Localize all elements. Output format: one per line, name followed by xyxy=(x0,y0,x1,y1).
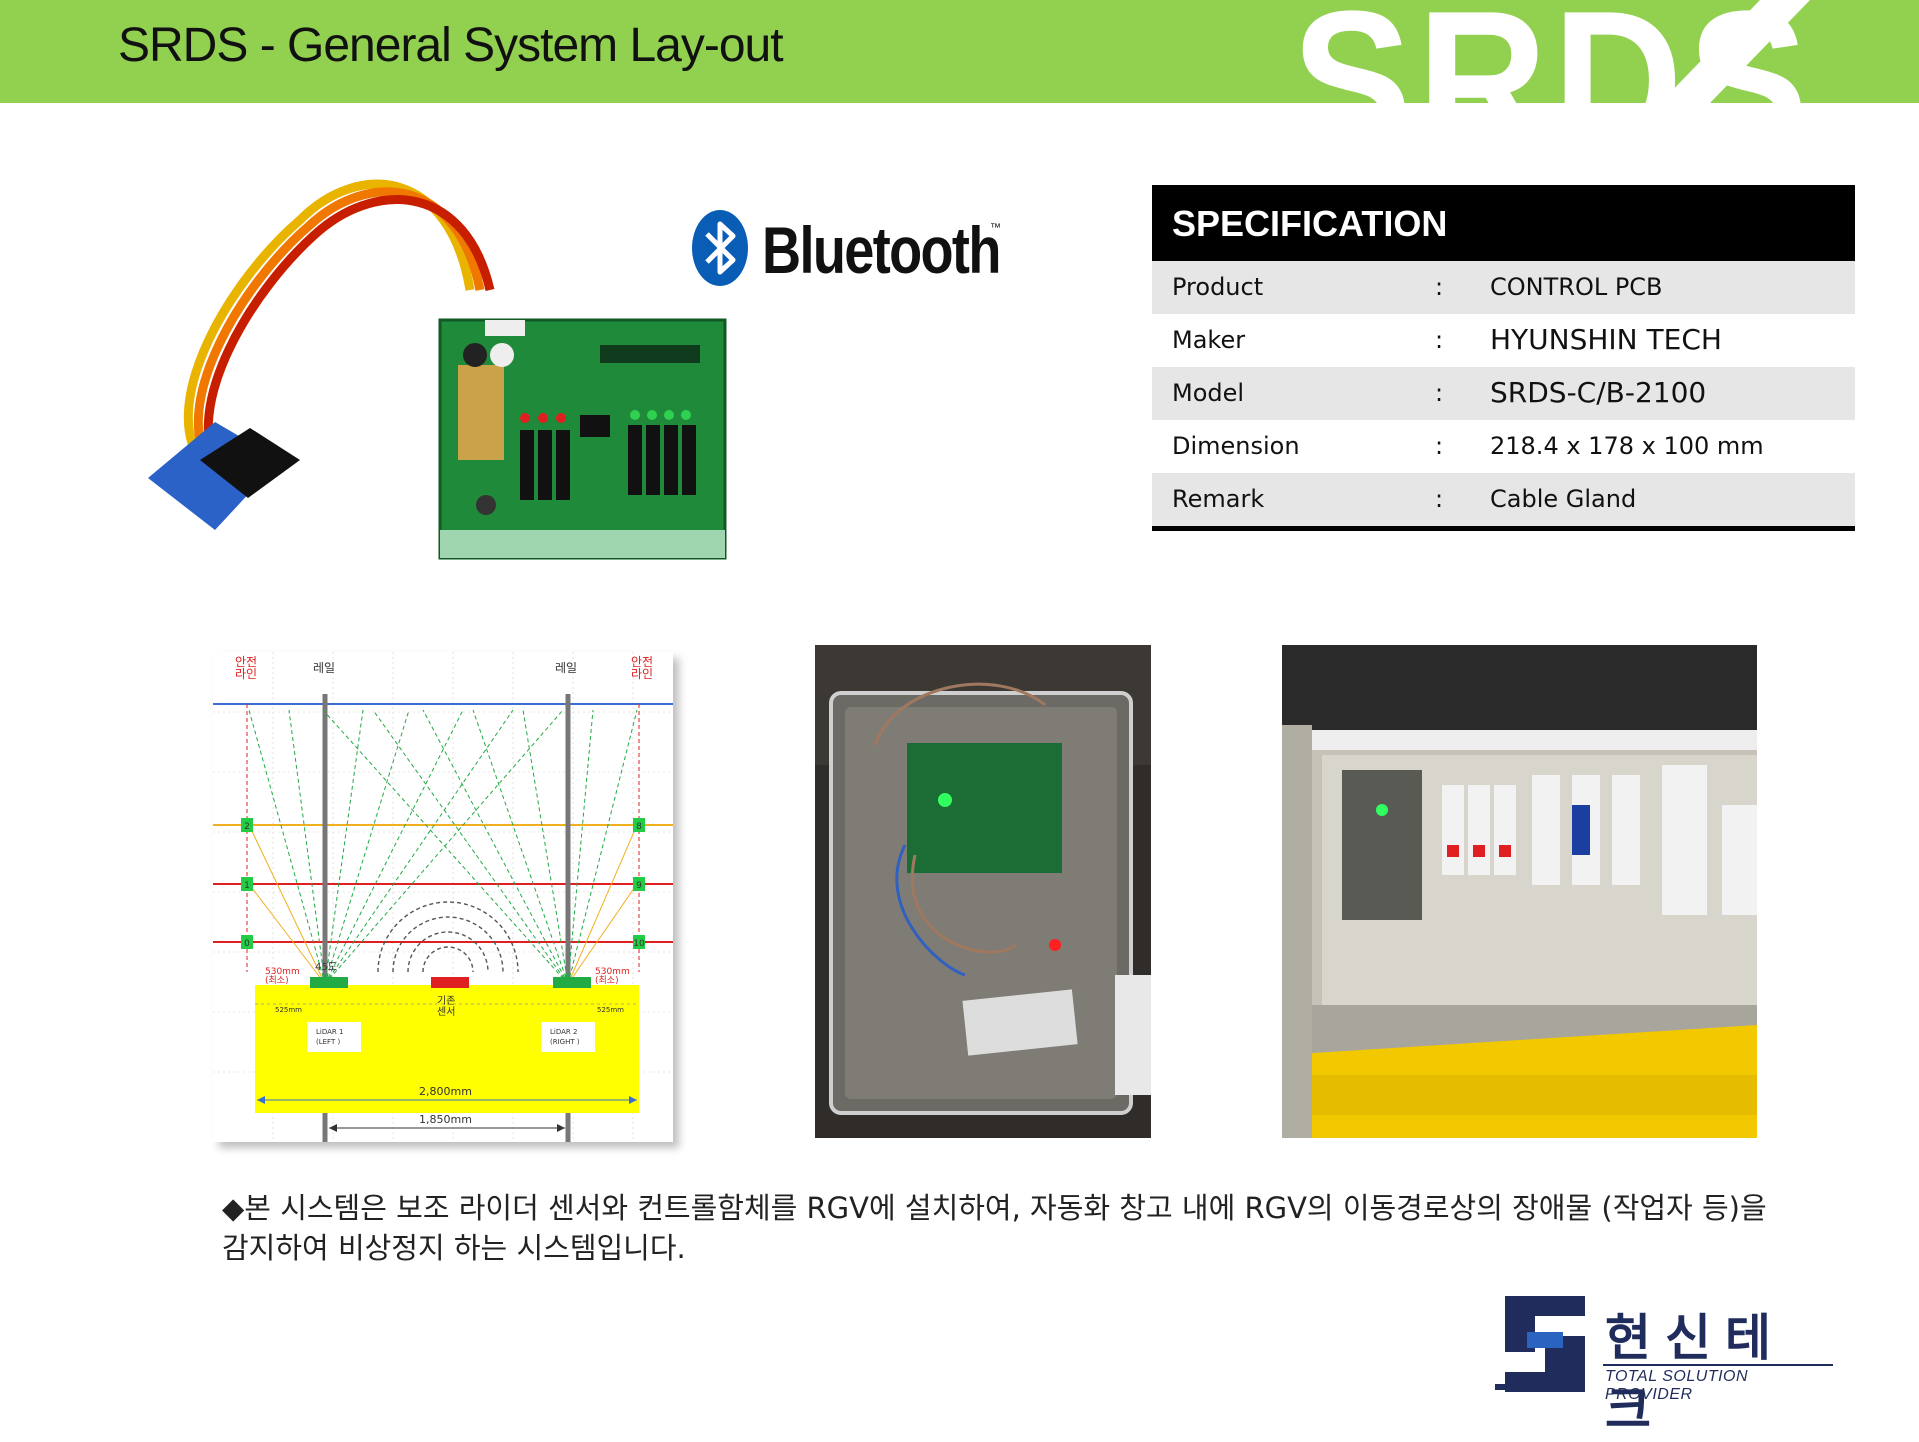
spec-row-remark: Remark : Cable Gland xyxy=(1152,473,1855,526)
company-divider xyxy=(1603,1364,1833,1366)
zone-number: 9 xyxy=(636,881,642,891)
specification-heading: SPECIFICATION xyxy=(1152,185,1855,261)
spec-value: CONTROL PCB xyxy=(1490,273,1663,301)
system-description: ◆본 시스템은 보조 라이더 센서와 컨트롤함체를 RGV에 설치하여, 자동화… xyxy=(222,1191,1767,1265)
spec-separator: : xyxy=(1435,432,1444,460)
spec-separator: : xyxy=(1435,379,1444,407)
offset-label-right: 525mm xyxy=(597,1006,624,1014)
spec-separator: : xyxy=(1435,326,1444,354)
spec-row-maker: Maker : HYUNSHIN TECH xyxy=(1152,314,1855,367)
header-bar xyxy=(0,0,1919,103)
spec-value: Cable Gland xyxy=(1490,485,1637,513)
company-logo: 현신테크 TOTAL SOLUTION PROVIDER xyxy=(1495,1288,1835,1439)
spec-separator: : xyxy=(1435,485,1444,513)
specification-table: SPECIFICATION Product : CONTROL PCB Make… xyxy=(1152,185,1855,531)
spec-bottom-rule xyxy=(1152,526,1855,531)
spec-separator: : xyxy=(1435,273,1444,301)
zone-number: 10 xyxy=(633,939,645,949)
spec-value: 218.4 x 178 x 100 mm xyxy=(1490,432,1764,460)
angle-label: 45도 xyxy=(315,962,337,973)
spec-key: Product xyxy=(1172,273,1264,301)
spec-value: SRDS-C/B-2100 xyxy=(1490,376,1707,409)
zone-number: 8 xyxy=(636,822,642,832)
company-tagline: TOTAL SOLUTION PROVIDER xyxy=(1605,1368,1749,1403)
spec-row-product: Product : CONTROL PCB xyxy=(1152,261,1855,314)
lidar-right-label: LiDAR 2(RIGHT ) xyxy=(550,1028,580,1046)
spec-key: Model xyxy=(1172,379,1245,407)
offset-label-left: 525mm xyxy=(275,1006,302,1014)
control-pcb-photo xyxy=(140,160,740,580)
zone-number: 1 xyxy=(244,881,250,891)
bluetooth-logo: Bluetooth ™ xyxy=(690,208,1020,293)
rail-width-label: 1,850mm xyxy=(419,1113,472,1126)
srds-brand-mark: SRDS xyxy=(1290,0,1810,103)
spec-value: HYUNSHIN TECH xyxy=(1490,323,1722,356)
lidar-left-label: LiDAR 1(LEFT ) xyxy=(316,1028,343,1046)
zone-number: 0 xyxy=(244,939,250,949)
rail-label-right: 레일 xyxy=(555,661,577,675)
min-distance-label-left: 530mm(최소) xyxy=(265,967,300,986)
trademark-mark: ™ xyxy=(990,222,1001,234)
page-title: SRDS - General System Lay-out xyxy=(118,19,784,72)
total-width-label: 2,800mm xyxy=(419,1085,472,1098)
rail-label-left: 레일 xyxy=(313,661,335,675)
spec-row-dimension: Dimension : 218.4 x 178 x 100 mm xyxy=(1152,420,1855,473)
min-distance-label-right: 530mm(최소) xyxy=(595,967,630,986)
company-name: 현신테크 xyxy=(1605,1309,1785,1439)
bluetooth-wordmark: Bluetooth xyxy=(762,213,1001,287)
bluetooth-icon xyxy=(692,210,748,286)
hyunshin-logo-icon xyxy=(1495,1296,1585,1392)
installed-panel-photo xyxy=(1282,645,1757,1138)
spec-key: Dimension xyxy=(1172,432,1300,460)
zone-number: 2 xyxy=(244,822,250,832)
spec-key: Remark xyxy=(1172,485,1265,513)
control-box-photo xyxy=(815,645,1151,1138)
spec-key: Maker xyxy=(1172,326,1246,354)
spec-row-model: Model : SRDS-C/B-2100 xyxy=(1152,367,1855,420)
